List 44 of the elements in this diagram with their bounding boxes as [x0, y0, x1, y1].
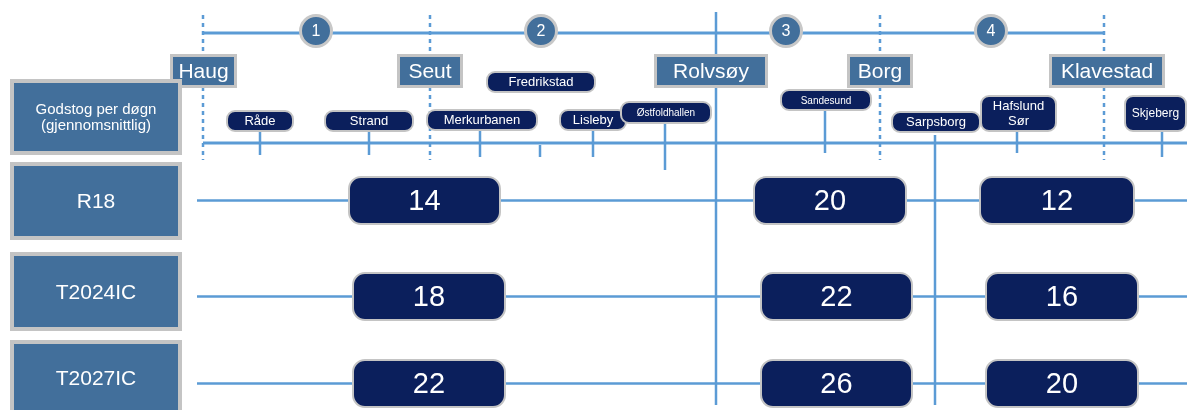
step-number: 4	[974, 14, 1008, 48]
step-number: 1	[299, 14, 333, 48]
connector-line	[1139, 382, 1187, 385]
stop-label: Fredrikstad	[486, 71, 596, 93]
stop-label: Strand	[324, 110, 414, 132]
stop-label: Råde	[226, 110, 294, 132]
connector-line	[1139, 295, 1187, 298]
station-label: Rolvsøy	[654, 54, 768, 88]
count-box: 20	[985, 359, 1139, 408]
stop-label: Skjeberg	[1124, 95, 1187, 132]
stop-label: Sandesund	[780, 89, 872, 111]
stop-label: Østfoldhallen	[620, 101, 712, 124]
connector-line	[197, 199, 348, 202]
train-type-box: T2027IC	[10, 340, 182, 410]
step-number: 2	[524, 14, 558, 48]
count-box: 20	[753, 176, 907, 225]
connector-line	[913, 382, 985, 385]
connector-line	[506, 382, 760, 385]
stop-label: Hafslund Sør	[980, 95, 1057, 132]
count-box: 12	[979, 176, 1135, 225]
connector-line	[1135, 199, 1187, 202]
train-type-box: T2024IC	[10, 252, 182, 331]
count-box: 26	[760, 359, 913, 408]
connector-line	[913, 295, 985, 298]
count-box: 22	[352, 359, 506, 408]
count-box: 22	[760, 272, 913, 321]
station-label: Haug	[170, 54, 237, 88]
connector-line	[197, 382, 352, 385]
connector-line	[197, 295, 352, 298]
station-label: Klavestad	[1049, 54, 1165, 88]
count-box: 18	[352, 272, 506, 321]
station-label: Borg	[847, 54, 913, 88]
connector-line	[501, 199, 753, 202]
connector-line	[907, 199, 979, 202]
station-label: Seut	[397, 54, 463, 88]
connector-line	[506, 295, 760, 298]
stop-label: Lisleby	[559, 109, 627, 131]
count-box: 16	[985, 272, 1139, 321]
stop-label: Sarpsborg	[891, 111, 981, 133]
step-number: 3	[769, 14, 803, 48]
count-box: 14	[348, 176, 501, 225]
header-box: Godstog per døgn (gjennomsnittlig)	[10, 79, 182, 155]
stop-label: Merkurbanen	[426, 109, 538, 131]
train-type-box: R18	[10, 162, 182, 240]
